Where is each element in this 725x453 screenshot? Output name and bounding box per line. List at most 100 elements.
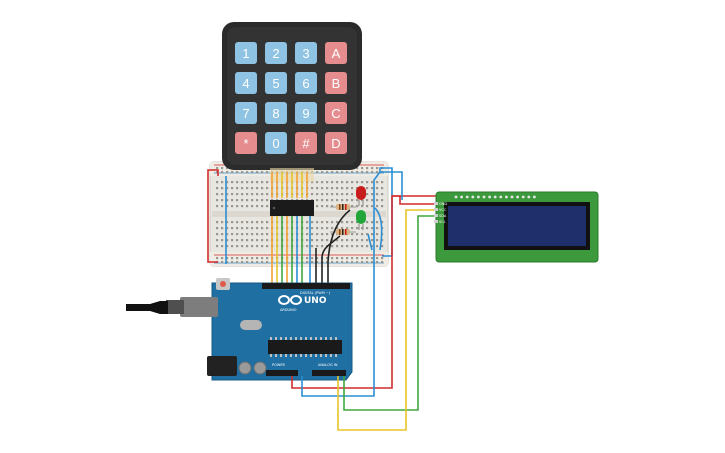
keypad-key-3[interactable]: 3: [295, 42, 317, 64]
breadboard-hole: [326, 187, 329, 190]
breadboard-hole: [261, 199, 264, 202]
breadboard-hole: [336, 199, 339, 202]
lcd-pin: [434, 202, 438, 205]
breadboard-hole: [241, 261, 244, 264]
breadboard-hole: [366, 167, 369, 170]
breadboard-hole: [266, 227, 269, 230]
keypad-key-5[interactable]: 5: [265, 72, 287, 94]
breadboard-hole: [366, 245, 369, 248]
green-led[interactable]: [356, 210, 366, 230]
breadboard-hole: [216, 257, 219, 260]
keypad-key-4[interactable]: 4: [235, 72, 257, 94]
chip-pin: [275, 337, 277, 340]
lcd-pin-dot: [454, 195, 458, 199]
breadboard-hole: [351, 227, 354, 230]
breadboard-hole: [326, 261, 329, 264]
chip-pin: [310, 354, 312, 357]
chip-pin: [330, 337, 332, 340]
keypad-key-A[interactable]: A: [325, 42, 347, 64]
breadboard-hole: [331, 187, 334, 190]
keypad-key-label: 6: [302, 76, 309, 91]
breadboard-hole: [321, 193, 324, 196]
breadboard-hole: [226, 181, 229, 184]
breadboard-hole: [346, 193, 349, 196]
breadboard-hole: [221, 261, 224, 264]
breadboard-hole: [216, 239, 219, 242]
breadboard-hole: [261, 205, 264, 208]
keypad-key-face: [235, 42, 257, 64]
breadboard-hole: [266, 233, 269, 236]
breadboard-hole: [226, 187, 229, 190]
keypad-key-label: #: [302, 136, 310, 151]
keypad-key-B[interactable]: B: [325, 72, 347, 94]
breadboard-hole: [371, 239, 374, 242]
chip-pin: [300, 337, 302, 340]
breadboard-hole: [381, 221, 384, 224]
resistor-1[interactable]: [330, 204, 356, 210]
breadboard-hole: [261, 193, 264, 196]
breadboard-hole: [361, 181, 364, 184]
breadboard-hole: [251, 205, 254, 208]
red-led[interactable]: [356, 186, 366, 206]
breadboard-hole: [356, 167, 359, 170]
breadboard-hole: [226, 257, 229, 260]
breadboard-hole: [236, 221, 239, 224]
breadboard-hole: [321, 187, 324, 190]
breadboard-hole: [351, 239, 354, 242]
breadboard-hole: [306, 233, 309, 236]
breadboard-hole: [336, 181, 339, 184]
keypad-key-9[interactable]: 9: [295, 102, 317, 124]
breadboard-hole: [326, 233, 329, 236]
breadboard-hole: [376, 171, 379, 174]
breadboard-hole: [306, 257, 309, 260]
breadboard-hole: [376, 257, 379, 260]
keypad-key-D[interactable]: D: [325, 132, 347, 154]
breadboard-hole: [306, 261, 309, 264]
lcd-pin-dot: [505, 195, 508, 199]
breadboard-hole: [371, 233, 374, 236]
keypad-key-face: [295, 72, 317, 94]
breadboard-hole: [351, 233, 354, 236]
breadboard-hole: [351, 187, 354, 190]
breadboard-hole: [251, 171, 254, 174]
keypad-key-1[interactable]: 1: [235, 42, 257, 64]
breadboard-hole: [236, 239, 239, 242]
breadboard-hole: [371, 187, 374, 190]
lcd-pin-dot: [527, 195, 531, 199]
keypad-key-7[interactable]: 7: [235, 102, 257, 124]
keypad-key-face: [325, 132, 347, 154]
breadboard-hole: [216, 167, 219, 170]
breadboard-hole: [256, 205, 259, 208]
breadboard-hole: [326, 239, 329, 242]
keypad-key-C[interactable]: C: [325, 102, 347, 124]
keypad-key-0[interactable]: 0: [265, 132, 287, 154]
keypad-key-star[interactable]: *: [235, 132, 257, 154]
breadboard-hole: [241, 245, 244, 248]
ic-chip[interactable]: [270, 200, 314, 216]
breadboard-hole: [326, 221, 329, 224]
chip-pin: [270, 354, 272, 357]
breadboard-hole: [246, 227, 249, 230]
lcd-pin-dot: [471, 195, 475, 199]
keypad-key-8[interactable]: 8: [265, 102, 287, 124]
keypad-key-6[interactable]: 6: [295, 72, 317, 94]
keypad-key-hash[interactable]: #: [295, 132, 317, 154]
keypad-key-face: [295, 42, 317, 64]
lcd-pin: [434, 208, 438, 211]
chip-pin: [280, 354, 282, 357]
breadboard-hole: [371, 167, 374, 170]
breadboard-hole: [221, 193, 224, 196]
breadboard-hole: [371, 205, 374, 208]
breadboard-hole: [256, 245, 259, 248]
keypad-key-2[interactable]: 2: [265, 42, 287, 64]
breadboard-hole: [231, 245, 234, 248]
arduino-uno[interactable]: UNO ARDUINO DIGITAL (PWM ~) POWER ANALOG…: [126, 278, 353, 381]
breadboard-hole: [311, 239, 314, 242]
breadboard-hole: [361, 205, 364, 208]
breadboard-hole: [336, 187, 339, 190]
breadboard-hole: [251, 187, 254, 190]
keypad-key-face: [235, 102, 257, 124]
breadboard-hole: [266, 245, 269, 248]
